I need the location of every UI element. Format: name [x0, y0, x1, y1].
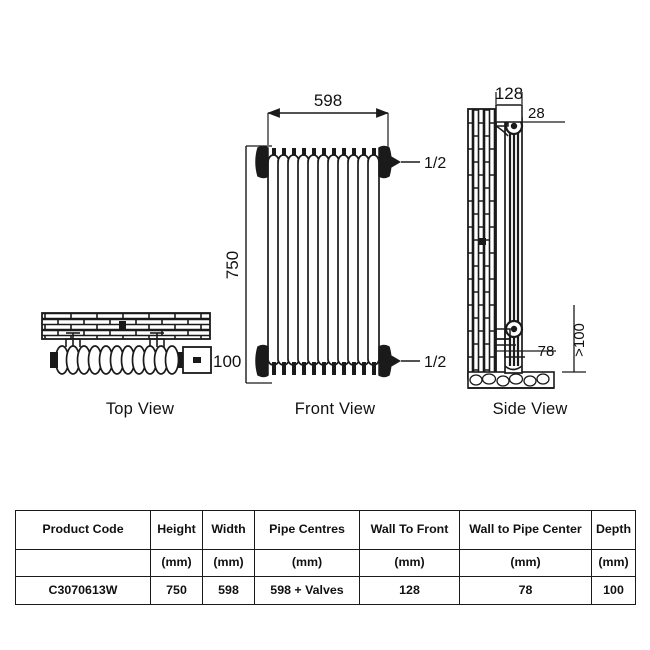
unit-product-code [15, 549, 151, 577]
front-view: 598 750 [223, 91, 446, 384]
unit-wall-to-front: (mm) [359, 549, 460, 577]
side-view-wall-to-front-label: 128 [495, 84, 523, 103]
header-pipe-centres: Pipe Centres [254, 510, 360, 550]
cell-depth: 100 [591, 576, 636, 605]
front-view-connection-bottom: 1/2 [389, 354, 446, 371]
front-view-width-dimension: 598 [267, 91, 389, 148]
cell-wall-to-front: 128 [359, 576, 460, 605]
side-view-wall [467, 108, 497, 380]
side-view-floor [467, 371, 555, 389]
header-wall-to-pipe: Wall to Pipe Center [459, 510, 592, 550]
unit-depth: (mm) [591, 549, 636, 577]
top-view-brackets [65, 332, 165, 347]
side-view-wall-to-front-dimension: 128 [495, 84, 523, 123]
side-view-wall-to-pipe-label: 78 [538, 343, 555, 360]
unit-width: (mm) [202, 549, 255, 577]
top-view-radiator [50, 345, 212, 375]
header-depth: Depth [591, 510, 636, 550]
radiator-drawing-svg: 100 598 750 [41, 84, 588, 389]
table-units-row: (mm) (mm) (mm) (mm) (mm) (mm) [15, 549, 636, 577]
table-header-row: Product Code Height Width Pipe Centres W… [15, 510, 636, 550]
front-view-height-dimension: 750 [223, 145, 272, 384]
side-view-caption: Side View [492, 400, 568, 418]
unit-height: (mm) [150, 549, 203, 577]
header-height: Height [150, 510, 203, 550]
cell-product-code: C3070613W [15, 576, 151, 605]
front-view-connection-top-label: 1/2 [424, 155, 446, 172]
side-view-floor-clearance-label: >100 [571, 323, 588, 357]
side-view-top-offset-dimension: 28 [522, 105, 565, 123]
top-view-caption: Top View [105, 400, 175, 418]
header-product-code: Product Code [15, 510, 151, 550]
cell-pipe-centres: 598 + Valves [254, 576, 360, 605]
top-view-wall [41, 312, 211, 340]
cell-width: 598 [202, 576, 255, 605]
front-view-width-label: 598 [314, 91, 342, 110]
cell-height: 750 [150, 576, 203, 605]
front-view-height-label: 750 [223, 251, 242, 279]
specification-table: Product Code Height Width Pipe Centres W… [15, 510, 636, 605]
side-view-floor-clearance-dimension: >100 [562, 305, 588, 373]
unit-wall-to-pipe: (mm) [459, 549, 592, 577]
unit-pipe-centres: (mm) [254, 549, 360, 577]
side-view-wall-to-pipe-dimension: 78 [496, 343, 556, 360]
front-view-connection-bottom-label: 1/2 [424, 354, 446, 371]
front-view-connection-top: 1/2 [389, 155, 446, 172]
drawing-area: 100 598 750 [41, 84, 588, 418]
specification-table-wrap: Product Code Height Width Pipe Centres W… [15, 510, 636, 605]
side-view-radiator [495, 116, 525, 374]
header-width: Width [202, 510, 255, 550]
table-row: C3070613W 750 598 598 + Valves 128 78 10… [15, 576, 636, 605]
front-view-radiator [255, 145, 392, 378]
header-wall-to-front: Wall To Front [359, 510, 460, 550]
top-view-depth-label: 100 [213, 352, 241, 371]
side-view: 128 28 78 >100 [467, 84, 588, 389]
side-view-top-offset-label: 28 [528, 105, 545, 122]
front-view-caption: Front View [294, 400, 376, 418]
top-view: 100 [41, 312, 241, 375]
cell-wall-to-pipe: 78 [459, 576, 592, 605]
